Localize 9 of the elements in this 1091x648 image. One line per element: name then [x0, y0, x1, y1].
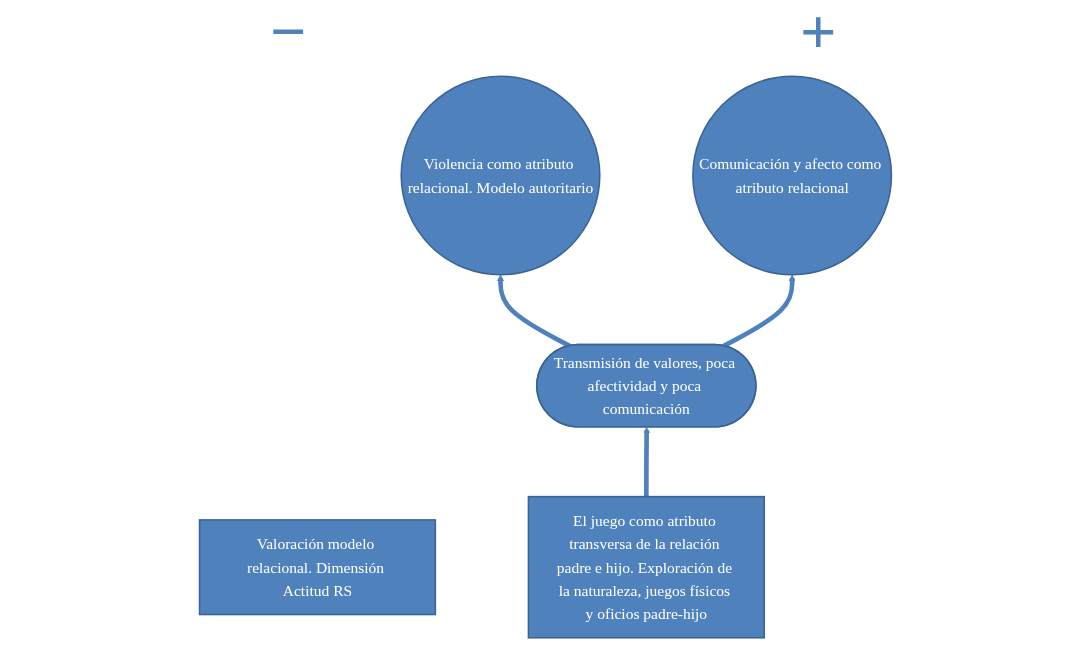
sign-symbol: + [800, 0, 837, 64]
node-circle: Violencia como atributo relacional. Modelo autoritario [400, 75, 601, 276]
node-box: Valoración modelo relacional. Dimensión Actitud RS [198, 519, 437, 616]
node-circle: Comunicación y afecto como atributo relacional [692, 75, 893, 276]
node-box: El juego como atributo transversa de la relación padre e hijo. Exploración de la naturaleza, juegos físicos y oficios padre-hijo [527, 495, 765, 639]
arrow [643, 426, 651, 497]
arrow [722, 274, 796, 348]
sign-symbol: − [270, 0, 307, 64]
arrow [497, 274, 571, 348]
